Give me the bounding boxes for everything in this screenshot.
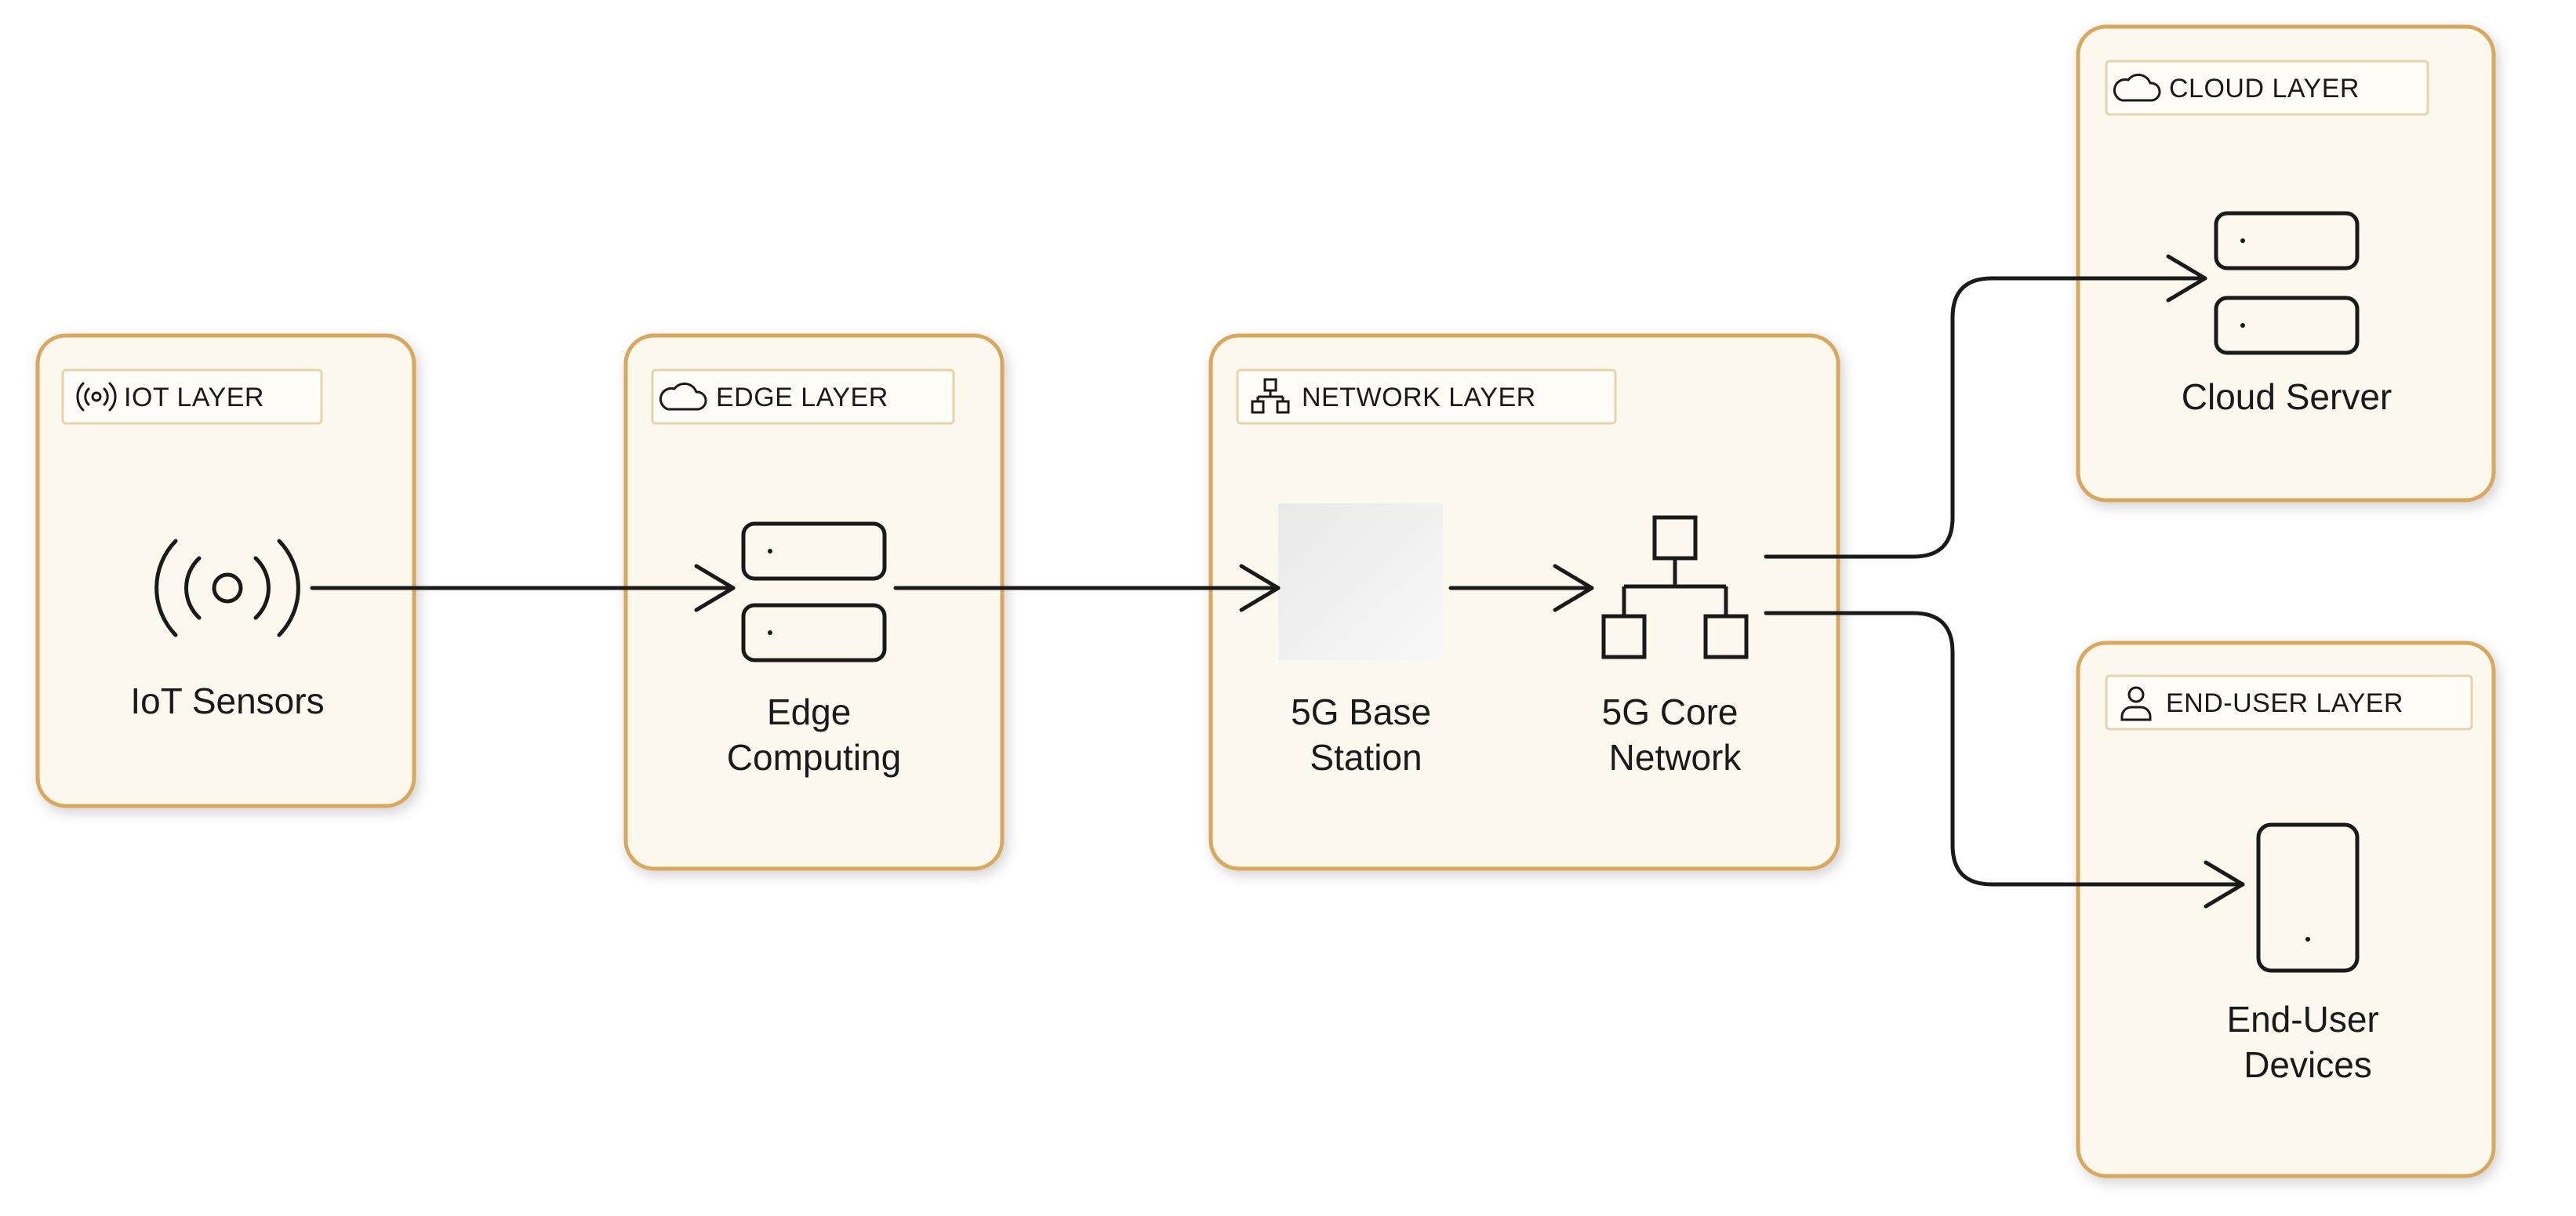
label-line: IoT Sensors <box>130 681 324 721</box>
edge-core-to-cloud <box>1764 254 2207 559</box>
node-label: 5G Core Network <box>1602 691 1749 778</box>
node-cloud-server[interactable]: Cloud Server <box>2182 211 2392 417</box>
group-end-user-layer[interactable]: END-USER LAYER End-User Devices <box>2076 641 2496 1178</box>
node-label: End-User Devices <box>2226 999 2389 1085</box>
label-line: Edge <box>767 691 851 732</box>
group-box <box>623 333 1005 871</box>
group-title-tab: END-USER LAYER <box>2105 674 2473 731</box>
group-box <box>2076 641 2496 1178</box>
label-line: 5G Core <box>1602 691 1739 732</box>
edge-base-station-to-core <box>1448 564 1594 612</box>
node-label: Edge Computing <box>727 691 901 778</box>
group-network-layer[interactable]: NETWORK LAYER 5G Base Station 5G Core Ne… <box>1208 333 1840 871</box>
group-box <box>2076 24 2496 503</box>
arrowhead <box>2166 254 2207 303</box>
group-title: CLOUD LAYER <box>2169 74 2360 103</box>
group-cloud-layer[interactable]: CLOUD LAYER Cloud Server <box>2076 24 2496 503</box>
label-line: Computing <box>727 737 901 778</box>
edge-core-to-end-user <box>1764 611 2245 909</box>
group-title-tab: IOT LAYER <box>61 368 323 425</box>
mobile-device-icon <box>2256 822 2360 973</box>
arrowhead <box>694 564 736 612</box>
label-line: Network <box>1609 737 1742 778</box>
node-5g-core-network[interactable]: 5G Core Network <box>1601 515 1749 778</box>
network-icon <box>1601 515 1749 659</box>
connectors <box>310 254 2245 909</box>
sensor-icon <box>76 382 117 412</box>
cloud-icon <box>659 382 707 411</box>
edge-iot-to-edge <box>310 564 736 612</box>
group-title: END-USER LAYER <box>2166 688 2403 718</box>
group-box <box>1208 333 1840 871</box>
label-line: 5G Base <box>1291 691 1431 732</box>
group-title-tab: EDGE LAYER <box>651 368 955 425</box>
network-icon <box>1251 378 1290 414</box>
node-5g-base-station[interactable]: 5G Base Station <box>1278 503 1443 778</box>
edge-edge-to-base-station <box>893 564 1281 612</box>
user-icon <box>2120 686 2152 721</box>
arrowhead <box>2204 860 2245 909</box>
label-line: Cloud Server <box>2182 376 2392 417</box>
group-edge-layer[interactable]: EDGE LAYER Edge Computing <box>623 333 1005 871</box>
node-label: 5G Base Station <box>1291 691 1441 778</box>
arrowhead <box>1239 564 1281 612</box>
group-iot-layer[interactable]: IOT LAYER IoT Sensors <box>35 333 416 808</box>
node-edge-computing[interactable]: Edge Computing <box>727 521 901 778</box>
group-box <box>35 333 416 808</box>
group-title-tab: CLOUD LAYER <box>2105 60 2429 116</box>
group-title: EDGE LAYER <box>716 383 888 412</box>
label-line: End-User <box>2226 999 2378 1040</box>
node-end-user-devices[interactable]: End-User Devices <box>2226 822 2389 1085</box>
base-station-image <box>1278 503 1443 660</box>
group-title: IOT LAYER <box>124 383 264 412</box>
node-label: IoT Sensors <box>130 681 324 721</box>
server-icon <box>741 521 887 662</box>
sensor-icon <box>154 539 300 637</box>
arrowhead <box>1553 564 1594 612</box>
node-label: Cloud Server <box>2182 376 2392 417</box>
label-line: Station <box>1310 737 1422 778</box>
node-iot-sensors[interactable]: IoT Sensors <box>130 539 325 721</box>
group-title: NETWORK LAYER <box>1302 383 1536 412</box>
label-line: Devices <box>2244 1044 2372 1085</box>
group-title-tab: NETWORK LAYER <box>1236 368 1617 425</box>
cloud-icon <box>2113 73 2161 102</box>
server-icon <box>2214 211 2360 355</box>
